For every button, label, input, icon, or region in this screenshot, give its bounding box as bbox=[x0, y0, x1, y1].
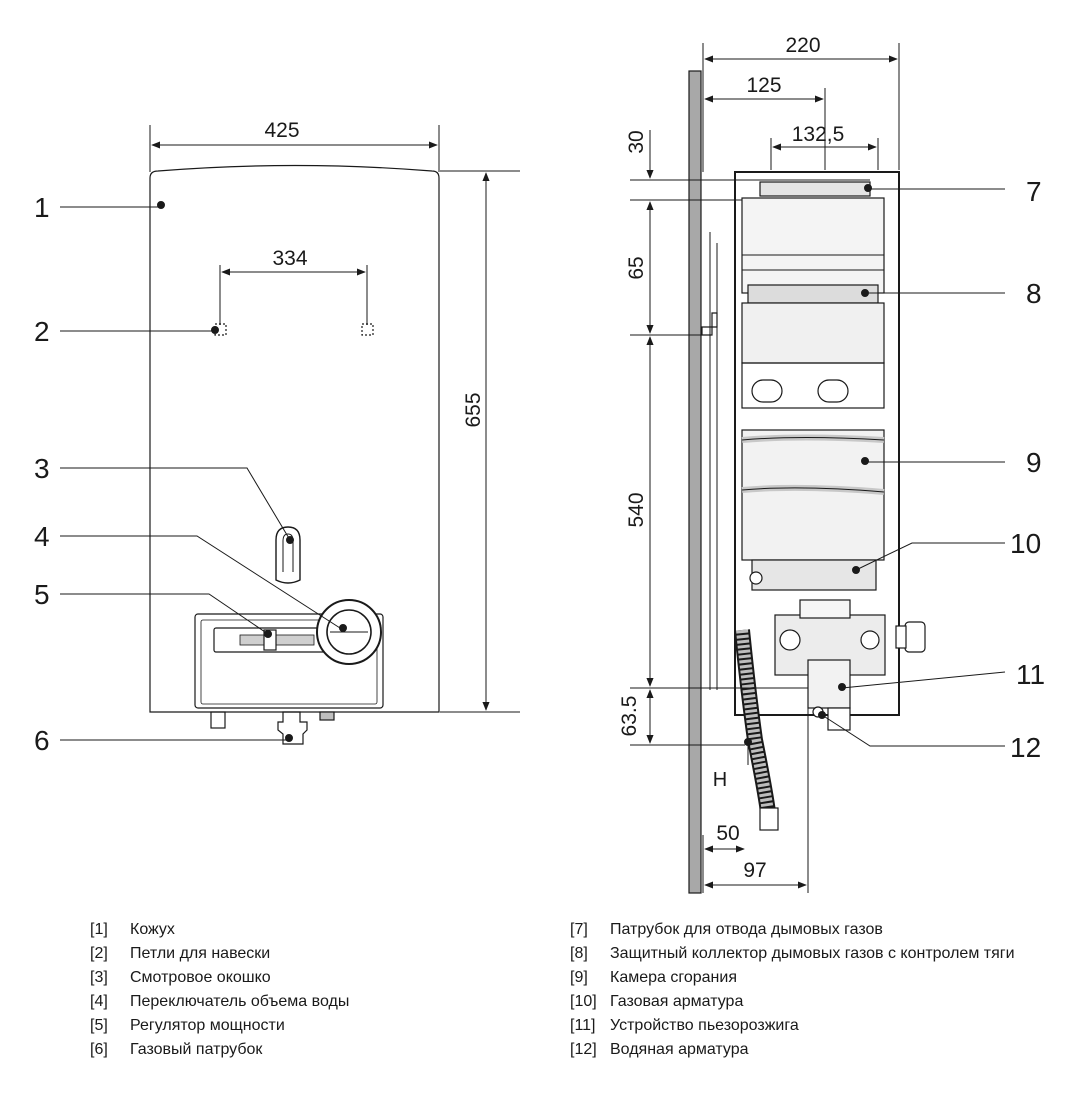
callout-4: 4 bbox=[34, 521, 50, 552]
legend-item: [10]Газовая арматура bbox=[570, 993, 744, 1010]
legend-item: [5]Регулятор мощности bbox=[90, 1017, 285, 1034]
control-panel bbox=[194, 613, 384, 709]
callout-3: 3 bbox=[34, 453, 50, 484]
callout-12: 12 bbox=[1010, 732, 1041, 763]
callout-1: 1 bbox=[34, 192, 50, 223]
callout-5: 5 bbox=[34, 579, 50, 610]
dim-hook-flue-65: 65 bbox=[625, 256, 648, 279]
dim-flue-offset-125: 125 bbox=[746, 74, 781, 97]
legend-item: [6]Газовый патрубок bbox=[90, 1041, 263, 1058]
dim-top-30: 30 bbox=[625, 130, 648, 153]
flue-collector bbox=[741, 197, 885, 294]
front-callout-lines bbox=[60, 201, 347, 742]
legend-item: [11]Устройство пьезорозжига bbox=[570, 1017, 799, 1034]
gas-label-h: H bbox=[713, 769, 727, 791]
control-panel-inner bbox=[200, 619, 378, 705]
side-callout-lines bbox=[744, 184, 1006, 765]
legend-left: [1]Кожух [2]Петли для навески [3]Смотров… bbox=[90, 918, 349, 1062]
gas-connector bbox=[277, 711, 308, 745]
side-dimensions bbox=[630, 43, 900, 893]
front-view bbox=[149, 164, 440, 745]
side-view bbox=[688, 70, 926, 894]
combustion-chamber bbox=[741, 429, 885, 561]
dim-width-425: 425 bbox=[264, 119, 299, 142]
dim-height-655: 655 bbox=[462, 392, 485, 427]
gas-hose-fitting bbox=[759, 807, 779, 831]
callout-8: 8 bbox=[1026, 278, 1042, 309]
dim-flue-diameter: 132,5 bbox=[792, 123, 845, 146]
front-callout-numbers: 1 2 3 4 5 6 bbox=[34, 192, 50, 756]
legend-item: [1]Кожух bbox=[90, 921, 175, 938]
dim-gas-depth-50: 50 bbox=[716, 822, 739, 845]
legend-item: [12]Водяная арматура bbox=[570, 1041, 749, 1058]
front-dimension-labels: 425 334 655 bbox=[264, 119, 485, 428]
legend-right: [7]Патрубок для отвода дымовых газов [8]… bbox=[570, 918, 1015, 1062]
front-casing bbox=[149, 164, 440, 713]
legend-item: [9]Камера сгорания bbox=[570, 969, 737, 986]
callout-9: 9 bbox=[1026, 447, 1042, 478]
callout-7: 7 bbox=[1026, 176, 1042, 207]
dim-gas-below-63-5: 63.5 bbox=[618, 696, 641, 737]
viewing-window bbox=[275, 526, 301, 584]
water-connector bbox=[210, 711, 226, 729]
legend-item: [8]Защитный коллектор дымовых газов с ко… bbox=[570, 945, 1015, 962]
control-knob bbox=[904, 621, 926, 653]
legend-item: [7]Патрубок для отвода дымовых газов bbox=[570, 921, 883, 938]
dim-hook-spacing-334: 334 bbox=[272, 247, 307, 270]
legend-item: [3]Смотровое окошко bbox=[90, 969, 271, 986]
dim-hook-gas-540: 540 bbox=[625, 492, 648, 527]
burner bbox=[751, 559, 877, 591]
callout-6: 6 bbox=[34, 725, 50, 756]
callout-10: 10 bbox=[1010, 528, 1041, 559]
callout-11: 11 bbox=[1016, 659, 1045, 690]
hook-right bbox=[361, 323, 374, 336]
legend-item: [2]Петли для навески bbox=[90, 945, 271, 962]
side-callout-numbers: 7 8 9 10 11 12 bbox=[1010, 176, 1045, 763]
side-dimension-labels: 220 125 132,5 30 65 540 63.5 50 97 H bbox=[618, 34, 844, 882]
legend-item: [4]Переключатель объема воды bbox=[90, 993, 350, 1010]
dim-depth-220: 220 bbox=[785, 34, 820, 57]
wall bbox=[688, 70, 702, 894]
callout-2: 2 bbox=[34, 316, 50, 347]
dim-water-depth-97: 97 bbox=[743, 859, 766, 882]
front-dimensions bbox=[149, 125, 520, 713]
